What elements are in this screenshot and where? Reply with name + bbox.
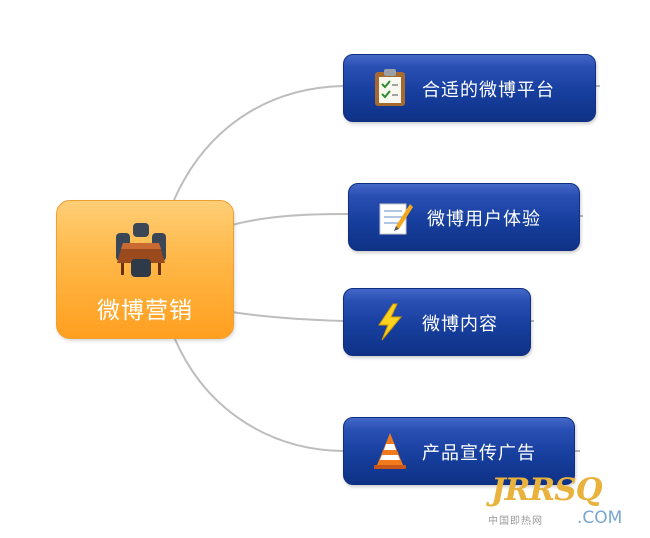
central-topic-node[interactable]: 微博营销 — [56, 200, 234, 339]
notepad-pencil-icon — [375, 197, 415, 237]
lightning-bolt-icon — [370, 302, 410, 342]
branch-node-advertising[interactable]: 产品宣传广告 — [343, 417, 575, 485]
branch-node-content[interactable]: 微博内容 — [343, 288, 531, 356]
branch-node-platform[interactable]: 合适的微博平台 — [343, 54, 596, 122]
site-watermark: JRRSQ .COM 中国即热网 — [485, 472, 645, 530]
branch-node-user-experience[interactable]: 微博用户体验 — [348, 183, 580, 251]
meeting-table-icon — [109, 219, 173, 281]
watermark-logo: JRRSQ — [491, 472, 603, 508]
traffic-cone-icon — [370, 431, 410, 471]
watermark-site-name: 中国即热网 — [488, 516, 543, 527]
branch-label-user-experience: 微博用户体验 — [427, 209, 541, 230]
central-topic-label: 微博营销 — [97, 298, 193, 324]
watermark-domain: .COM — [577, 508, 623, 528]
branch-label-platform: 合适的微博平台 — [422, 80, 555, 101]
clipboard-checklist-icon — [370, 68, 410, 108]
branch-label-content: 微博内容 — [422, 314, 498, 335]
branch-label-advertising: 产品宣传广告 — [422, 443, 536, 464]
